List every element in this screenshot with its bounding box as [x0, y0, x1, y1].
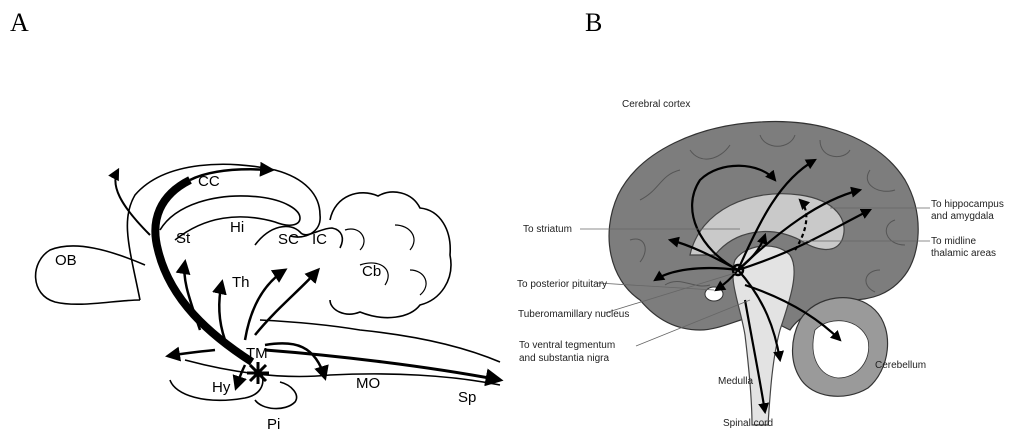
label-cc: CC	[198, 173, 220, 190]
label-medulla: Medulla	[718, 376, 753, 387]
label-hy: Hy	[212, 379, 231, 396]
main-fiber-bundle	[155, 180, 252, 362]
pituitary	[705, 287, 723, 301]
cerebellum-outline	[330, 192, 451, 318]
label-ob: OB	[55, 252, 77, 269]
label-sp: Sp	[458, 389, 476, 406]
fiber-to-mo	[265, 343, 325, 378]
label-cerebral-cortex: Cerebral cortex	[622, 99, 690, 110]
panel-a-projections	[115, 169, 500, 388]
label-cerebellum: Cerebellum	[875, 360, 926, 371]
label-mo: MO	[356, 375, 380, 392]
label-ic: IC	[312, 231, 327, 248]
label-tm: TM	[246, 345, 268, 362]
label-spinal-cord: Spinal cord	[723, 418, 773, 429]
label-sc: SC	[278, 231, 299, 248]
fiber-to-hy	[236, 365, 245, 388]
fiber-to-sp	[265, 350, 500, 380]
panel-b-diagram	[609, 122, 918, 425]
fiber-to-th	[219, 282, 225, 340]
label-to-hippocampus-line2: and amygdala	[931, 211, 994, 222]
label-to-hippocampus-line1: To hippocampus	[931, 199, 1004, 210]
fiber-to-sc	[245, 270, 285, 340]
label-th: Th	[232, 274, 250, 291]
olfactory-bulb-outline	[36, 246, 145, 304]
label-tuberomamillary-nucleus: Tuberomamillary nucleus	[518, 309, 629, 320]
label-hi: Hi	[230, 219, 244, 236]
label-st: St	[176, 230, 191, 247]
label-to-midline-line1: To midline	[931, 236, 976, 247]
label-to-midline-line2: thalamic areas	[931, 248, 996, 259]
brainstem-upper	[260, 320, 500, 362]
label-pi: Pi	[267, 416, 280, 433]
fiber-to-cortex-front	[115, 170, 150, 235]
label-to-ventral-line1: To ventral tegmentum	[519, 340, 615, 351]
fiber-to-ic	[255, 270, 318, 335]
fiber-to-ob	[168, 350, 215, 356]
label-to-ventral-line2: and substantia nigra	[519, 353, 610, 364]
label-cb: Cb	[362, 263, 381, 280]
cerebellum-folia	[345, 225, 426, 295]
fiber-to-st	[184, 262, 200, 330]
label-to-posterior-pituitary: To posterior pituitary	[517, 279, 607, 290]
label-to-striatum: To striatum	[523, 224, 572, 235]
tm-nucleus-marker	[247, 362, 269, 384]
